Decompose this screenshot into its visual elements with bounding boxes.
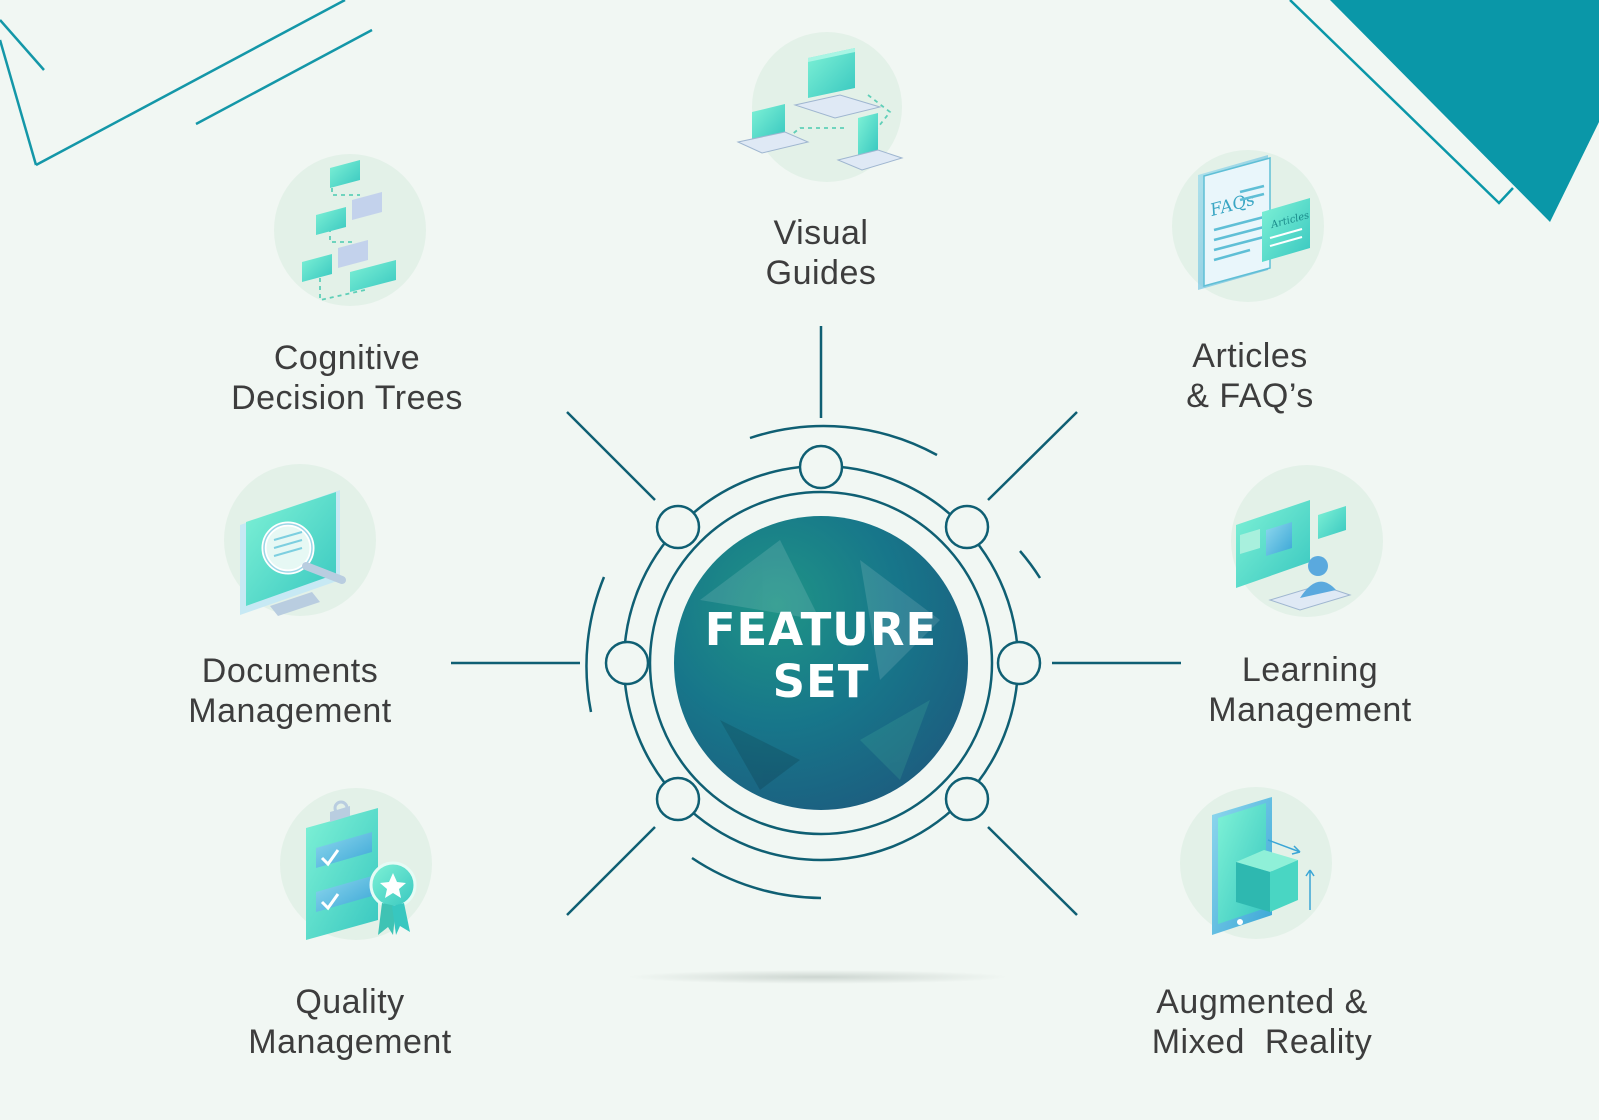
feature-learning-management-line2: Management: [1208, 691, 1412, 729]
connector-lines: [451, 326, 1181, 916]
feature-augmented-mixed-reality-line1: Augmented &: [1156, 983, 1368, 1021]
ar-cube-tablet-icon: [1180, 787, 1332, 939]
faq-articles-icon: FAQs Articles: [1172, 150, 1324, 302]
feature-cognitive-decision-trees-line2: Decision Trees: [231, 379, 463, 417]
devices-network-icon: [736, 32, 904, 182]
feature-learning-management-line1: Learning: [1241, 651, 1379, 689]
center-title-line1: FEATURE: [704, 603, 938, 656]
center-polygon-texture: [700, 540, 940, 790]
feature-visual-guides: Visual Guides: [631, 213, 1011, 293]
feature-articles-faqs: Articles & FAQ’s: [1060, 336, 1440, 416]
feature-visual-guides-line1: Visual: [773, 214, 869, 252]
feature-augmented-mixed-reality-line2: Mixed Reality: [1151, 1023, 1373, 1061]
feature-documents-management: Documents Management: [100, 651, 480, 731]
feature-quality-management-line1: Quality: [295, 983, 405, 1021]
learning-screen-icon: [1231, 465, 1383, 617]
magnifier-monitor-icon: [224, 464, 376, 616]
ring-nodes: [604, 444, 1042, 822]
center-shadow: [628, 970, 1008, 984]
feature-cognitive-decision-trees: Cognitive Decision Trees: [157, 338, 537, 418]
center-title-line2: SET: [772, 655, 870, 708]
feature-articles-faqs-line1: Articles: [1192, 337, 1308, 375]
feature-cognitive-decision-trees-line1: Cognitive: [273, 339, 421, 377]
center-title: FEATURE SET: [686, 604, 956, 708]
center-circle: [674, 516, 968, 810]
decision-tree-icon: [274, 154, 426, 306]
feature-augmented-mixed-reality: Augmented & Mixed Reality: [1072, 982, 1452, 1062]
feature-quality-management: Quality Management: [160, 982, 540, 1062]
feature-documents-management-line1: Documents: [201, 652, 379, 690]
feature-quality-management-line2: Management: [248, 1023, 452, 1061]
feature-visual-guides-line2: Guides: [765, 254, 877, 292]
corner-decoration-top-left: [0, 0, 373, 167]
checklist-badge-icon: [280, 788, 432, 940]
feature-articles-faqs-line2: & FAQ’s: [1186, 377, 1314, 415]
feature-learning-management: Learning Management: [1120, 650, 1500, 730]
corner-decoration-top-right: [1289, 0, 1599, 222]
feature-documents-management-line2: Management: [188, 692, 392, 730]
